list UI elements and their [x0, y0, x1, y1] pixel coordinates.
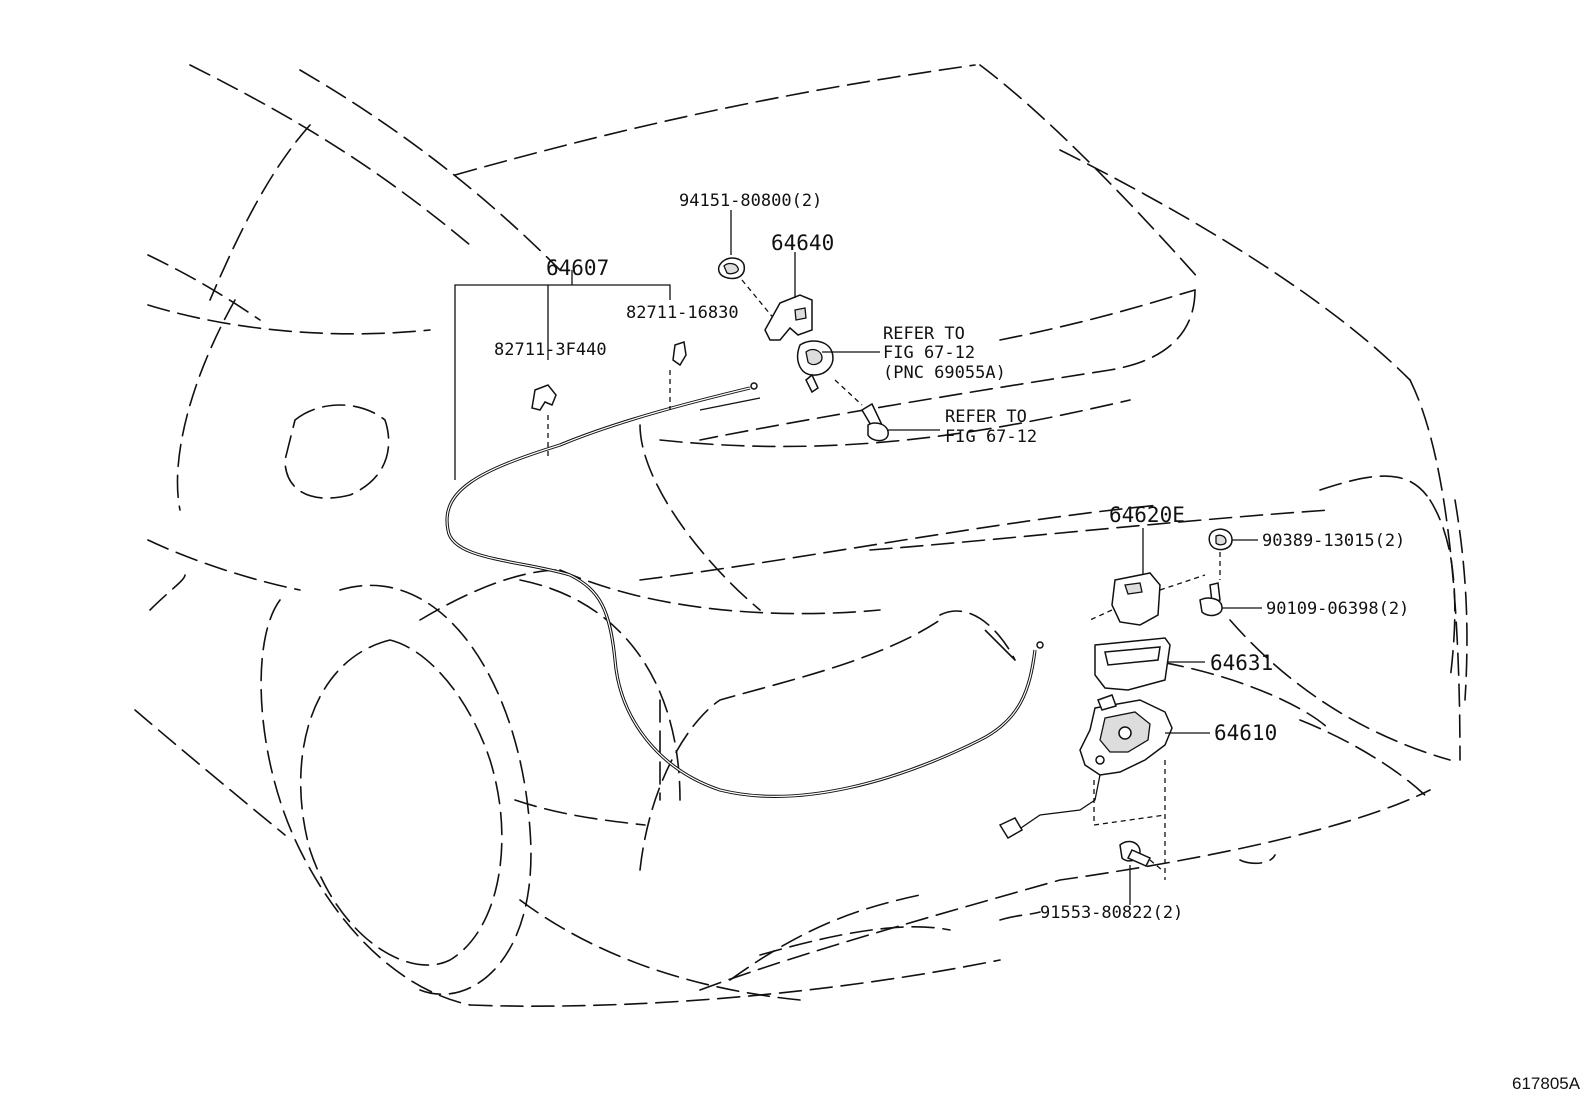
nut-part-icon [717, 257, 746, 280]
lock-assembly-icon [998, 694, 1173, 840]
callout-64607: 64607 [546, 256, 609, 280]
callout-64631: 64631 [1210, 651, 1273, 675]
nut-part-icon [1208, 528, 1233, 551]
bolt-part-icon [1119, 840, 1152, 867]
diagram-id: 617805A [1512, 1074, 1581, 1093]
refer-fig-2-line1: REFER TO [945, 407, 1027, 427]
callout-64610: 64610 [1214, 721, 1277, 745]
callout-90389-13015: 90389-13015(2) [1262, 531, 1405, 551]
refer-fig-2-line2: FIG 67-12 [945, 427, 1037, 447]
release-cable-icon [445, 382, 1044, 798]
actuator-part-icon [796, 340, 834, 394]
bolt-part-icon [1199, 582, 1223, 617]
bolt-part-icon [860, 402, 889, 442]
refer-fig-1-line2: FIG 67-12 [883, 343, 975, 363]
bracket-part-icon [764, 294, 813, 341]
car-rear-outline-icon [134, 64, 1468, 1007]
cover-part-icon [1094, 637, 1171, 691]
callout-82711-16830: 82711-16830 [626, 303, 739, 323]
cable-clip-icon [531, 341, 687, 411]
callout-91553-80822: 91553-80822(2) [1040, 903, 1183, 923]
callout-64620e: 64620E [1109, 503, 1185, 527]
callout-64640: 64640 [771, 231, 834, 255]
refer-fig-1-line3: (PNC 69055A) [883, 363, 1006, 383]
callout-90109-06398: 90109-06398(2) [1266, 599, 1409, 619]
callout-94151-80800: 94151-80800(2) [679, 191, 822, 211]
refer-fig-1-line1: REFER TO [883, 324, 965, 344]
callout-82711-3f440: 82711-3F440 [494, 340, 607, 360]
striker-part-icon [1111, 572, 1161, 626]
